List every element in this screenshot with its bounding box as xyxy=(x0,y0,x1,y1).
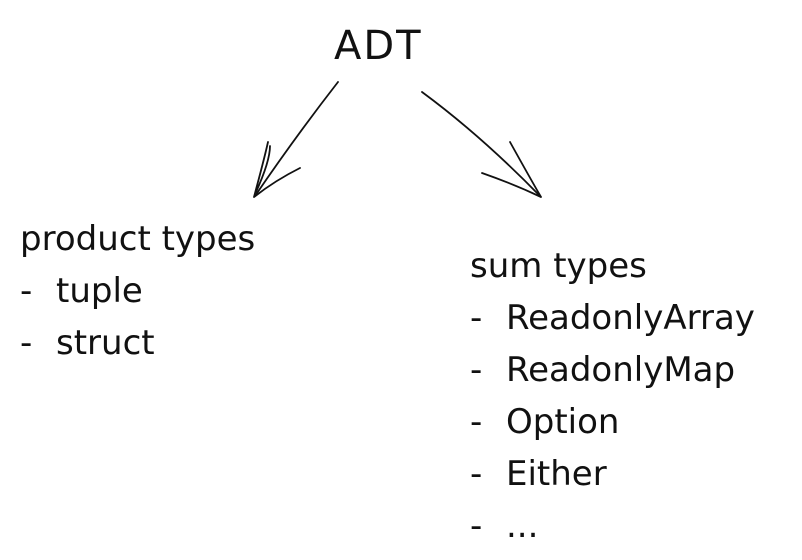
sum-types-group: sum types -ReadonlyArray -ReadonlyMap -O… xyxy=(470,240,755,552)
sum-types-title: sum types xyxy=(470,246,647,286)
arrow-to-sum-types xyxy=(421,91,542,198)
arrow-head-product xyxy=(253,141,301,198)
list-marker: - xyxy=(20,323,33,363)
list-marker: - xyxy=(470,350,483,390)
list-item: -... xyxy=(470,500,755,552)
list-item: -Either xyxy=(470,448,755,500)
root-node-label: ADT xyxy=(334,23,423,69)
product-types-group: product types -tuple -struct xyxy=(20,213,255,369)
list-item: -tuple xyxy=(20,265,255,317)
arrow-head-sum xyxy=(481,141,542,198)
list-marker: - xyxy=(470,506,483,546)
list-marker: - xyxy=(20,271,33,311)
arrow-to-product-types xyxy=(253,81,339,198)
list-item: -struct xyxy=(20,317,255,369)
list-item-label: tuple xyxy=(56,271,143,311)
list-item-label: Option xyxy=(506,402,620,442)
list-item: -ReadonlyArray xyxy=(470,292,755,344)
arrow-shaft-sum xyxy=(421,91,541,197)
list-marker: - xyxy=(470,402,483,442)
product-types-title: product types xyxy=(20,219,256,259)
list-item-label: Either xyxy=(506,454,607,494)
list-marker: - xyxy=(470,298,483,338)
list-item: -Option xyxy=(470,396,755,448)
list-marker: - xyxy=(470,454,483,494)
list-item-label: struct xyxy=(56,323,155,363)
arrow-shaft-product xyxy=(254,81,339,197)
list-item-label: ReadonlyArray xyxy=(506,298,755,338)
list-item-label: ... xyxy=(506,506,539,546)
list-item: -ReadonlyMap xyxy=(470,344,755,396)
list-item-label: ReadonlyMap xyxy=(506,350,736,390)
